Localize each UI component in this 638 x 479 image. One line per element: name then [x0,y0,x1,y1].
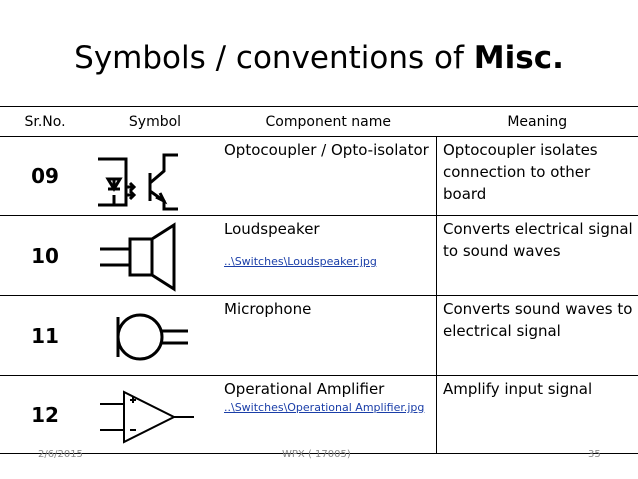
loudspeaker-image-link[interactable]: ..\Switches\Loudspeaker.jpg [224,255,377,268]
row-srno: 09 [0,136,90,216]
table-row: 11 Microphone Converts sound waves to el… [0,295,638,376]
table-row: 09 [0,136,638,216]
table-row: 10 Loudspeaker ..\Switches\Loudspeaker.j… [0,215,638,296]
row-srno: 11 [0,295,90,376]
op-amp-image-link[interactable]: ..\Switches\Operational Amplifier.jpg [224,401,425,414]
row-srno: 12 [0,375,90,454]
footer-page-number: 35 [588,449,601,460]
row-component: Operational Amplifier ..\Switches\Operat… [220,375,437,454]
loudspeaker-icon [90,215,220,296]
symbols-table: Sr.No. Symbol Component name Meaning 09 [0,106,638,454]
slide-title: Symbols / conventions of Misc. [74,40,564,76]
header-srno: Sr.No. [0,106,90,137]
row-srno: 10 [0,215,90,296]
row-meaning: Converts sound waves to electrical signa… [436,295,638,376]
row-component: Loudspeaker ..\Switches\Loudspeaker.jpg [220,215,437,296]
row-component: Microphone [220,295,437,376]
row-meaning: Converts electrical signal to sound wave… [436,215,638,296]
table-row: 12 Operational Amplifier ..\Switches\Ope… [0,375,638,454]
microphone-icon [90,295,220,376]
row-meaning: Optocoupler isolates connection to other… [436,136,638,216]
footer-date: 2/6/2015 [38,449,83,460]
header-symbol: Symbol [90,106,220,137]
row-component: Optocoupler / Opto-isolator [220,136,437,216]
optocoupler-icon [90,136,220,216]
op-amp-icon [90,375,220,454]
header-meaning: Meaning [436,106,638,137]
row-meaning: Amplify input signal [436,375,638,454]
table-header-row: Sr.No. Symbol Component name Meaning [0,106,638,137]
header-component: Component name [220,106,437,137]
footer-center: WPX ( 17005) [282,449,351,460]
